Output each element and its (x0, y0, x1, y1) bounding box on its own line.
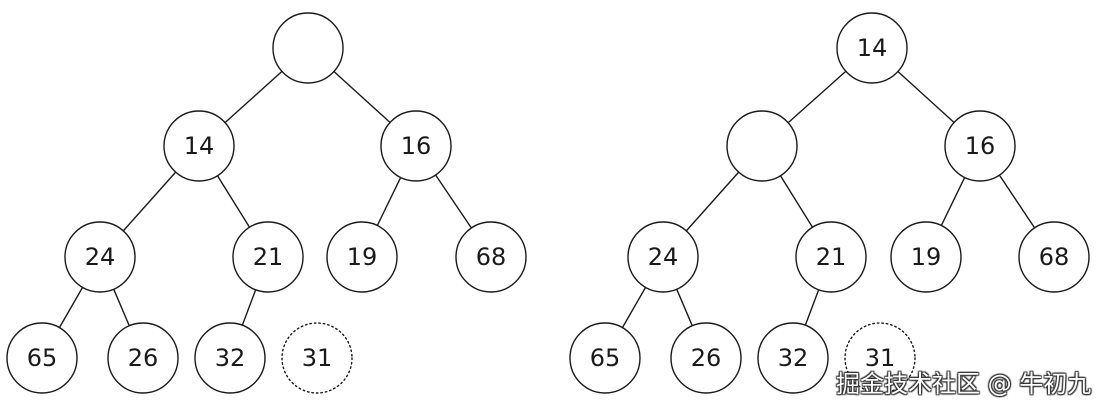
tree-edge (376, 177, 402, 226)
node-circle (107, 322, 179, 394)
node-circle (194, 322, 266, 394)
node-label: 14 (857, 34, 888, 62)
tree-node: 16 (944, 110, 1016, 182)
tree-node: 68 (455, 221, 527, 293)
tree-node: 24 (627, 221, 699, 293)
node-label: 68 (476, 243, 507, 271)
tree-edge (241, 289, 257, 326)
node-circle (272, 12, 344, 84)
node-circle (670, 322, 742, 394)
tree-node: 19 (890, 221, 962, 293)
tree-node: 24 (64, 221, 136, 293)
node-circle (757, 322, 829, 394)
node-circle (726, 110, 798, 182)
node-label: 65 (27, 344, 58, 372)
tree-node: 21 (232, 221, 304, 293)
tree-node: 65 (6, 322, 78, 394)
node-circle (281, 322, 353, 394)
inserted-node: 31 (281, 322, 353, 394)
inserted-node: 31 (844, 322, 916, 394)
node-circle (844, 322, 916, 394)
tree-node: 26 (670, 322, 742, 394)
node-label: 65 (590, 344, 621, 372)
node-circle (569, 322, 641, 394)
node-label: 19 (347, 243, 378, 271)
tree-node: 19 (326, 221, 398, 293)
tree-node: 32 (194, 322, 266, 394)
tree-edge (676, 288, 693, 327)
node-label: 21 (816, 243, 847, 271)
tree-edge (216, 175, 251, 228)
node-label: 32 (215, 344, 246, 372)
tree-node: 68 (1018, 221, 1090, 293)
tree-edge (685, 171, 740, 232)
node-circle (836, 12, 908, 84)
node-circle (232, 221, 304, 293)
node-circle (795, 221, 867, 293)
tree-node: 21 (795, 221, 867, 293)
node-circle (1018, 221, 1090, 293)
node-label: 21 (253, 243, 284, 271)
node-label: 26 (691, 344, 722, 372)
tree-edge (779, 175, 814, 228)
tree-edge (333, 71, 391, 123)
tree-edge (224, 70, 283, 124)
node-label: 24 (85, 243, 116, 271)
tree-edge (621, 287, 647, 328)
node-label: 68 (1039, 243, 1070, 271)
node-label: 31 (865, 344, 896, 372)
node-circle (6, 322, 78, 394)
tree-node (726, 110, 798, 182)
tree-node: 65 (569, 322, 641, 394)
tree-node (272, 12, 344, 84)
node-label: 16 (401, 132, 432, 160)
node-label: 26 (128, 344, 159, 372)
tree-node: 14 (836, 12, 908, 84)
node-circle (64, 221, 136, 293)
node-label: 32 (778, 344, 809, 372)
node-label: 16 (965, 132, 996, 160)
tree-edge (122, 171, 177, 232)
tree-edge (435, 174, 472, 229)
tree-edge (787, 70, 847, 124)
node-label: 24 (648, 243, 679, 271)
tree-node: 32 (757, 322, 829, 394)
node-circle (163, 110, 235, 182)
tree-edge (998, 174, 1036, 229)
node-label: 19 (911, 243, 942, 271)
tree-edge (897, 71, 955, 123)
right-heap-tree: 14 16 24 21 19 68 65 26 32 31 (569, 12, 1090, 394)
tree-edge (940, 177, 966, 226)
watermark-text: 掘金技术社区 @ 牛初九 (836, 370, 1092, 398)
tree-node: 26 (107, 322, 179, 394)
tree-node: 14 (163, 110, 235, 182)
node-label: 14 (184, 132, 215, 160)
tree-edge (58, 287, 84, 328)
node-circle (326, 221, 398, 293)
node-circle (380, 110, 452, 182)
left-heap-tree: 14 16 24 21 19 68 65 26 32 31 (6, 12, 527, 394)
node-circle (627, 221, 699, 293)
node-label: 31 (302, 344, 333, 372)
tree-edge (804, 289, 820, 326)
node-circle (944, 110, 1016, 182)
tree-node: 16 (380, 110, 452, 182)
node-circle (890, 221, 962, 293)
node-circle (455, 221, 527, 293)
tree-edge (113, 288, 130, 327)
